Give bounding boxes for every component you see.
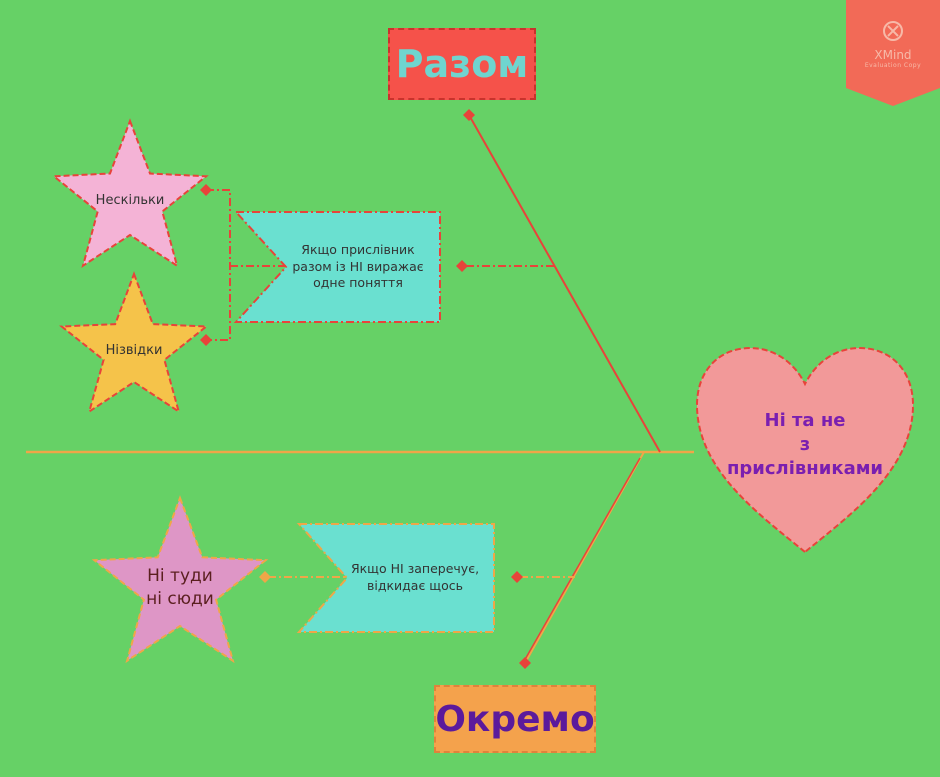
star2-marker (200, 334, 212, 346)
watermark-sub: Evaluation Copy (864, 62, 922, 69)
category-top-title: Разом (388, 28, 536, 100)
top-rule-shape (233, 211, 441, 323)
example-star-2 (58, 271, 210, 414)
top-bone-end-marker (463, 109, 475, 121)
bottom-rule-label: Якщо НІ заперечує, відкидає щось (350, 561, 480, 593)
watermark-logo-icon (883, 21, 903, 41)
example-star-3-label: Ні туди ні сюди (146, 566, 214, 609)
top-bone (468, 114, 661, 453)
example-star-1 (51, 118, 209, 268)
watermark-name: XMind (874, 48, 912, 62)
star3-marker (259, 571, 271, 583)
bottom-rule-connector-marker (511, 571, 523, 583)
watermark-x-icon (887, 25, 899, 37)
example-star-2-label: Нізвідки (105, 343, 163, 359)
bottom-bone-inner (522, 457, 641, 664)
head-label: Ні та не з прислівниками (726, 409, 884, 480)
top-rule-connector-marker (456, 260, 468, 272)
bottom-bone-end-marker (519, 657, 531, 669)
head-heart-shape (695, 346, 915, 554)
example-star-1-label: Нескільки (95, 193, 165, 209)
top-examples-bracket (206, 189, 286, 341)
watermark-badge (846, 0, 940, 106)
category-bottom-title: Окремо (434, 685, 596, 753)
example-star-3 (91, 495, 269, 664)
star1-marker (200, 184, 212, 196)
bottom-rule-shape (296, 523, 495, 633)
top-rule-label: Якщо прислівник разом із НІ виражає одне… (292, 241, 424, 291)
